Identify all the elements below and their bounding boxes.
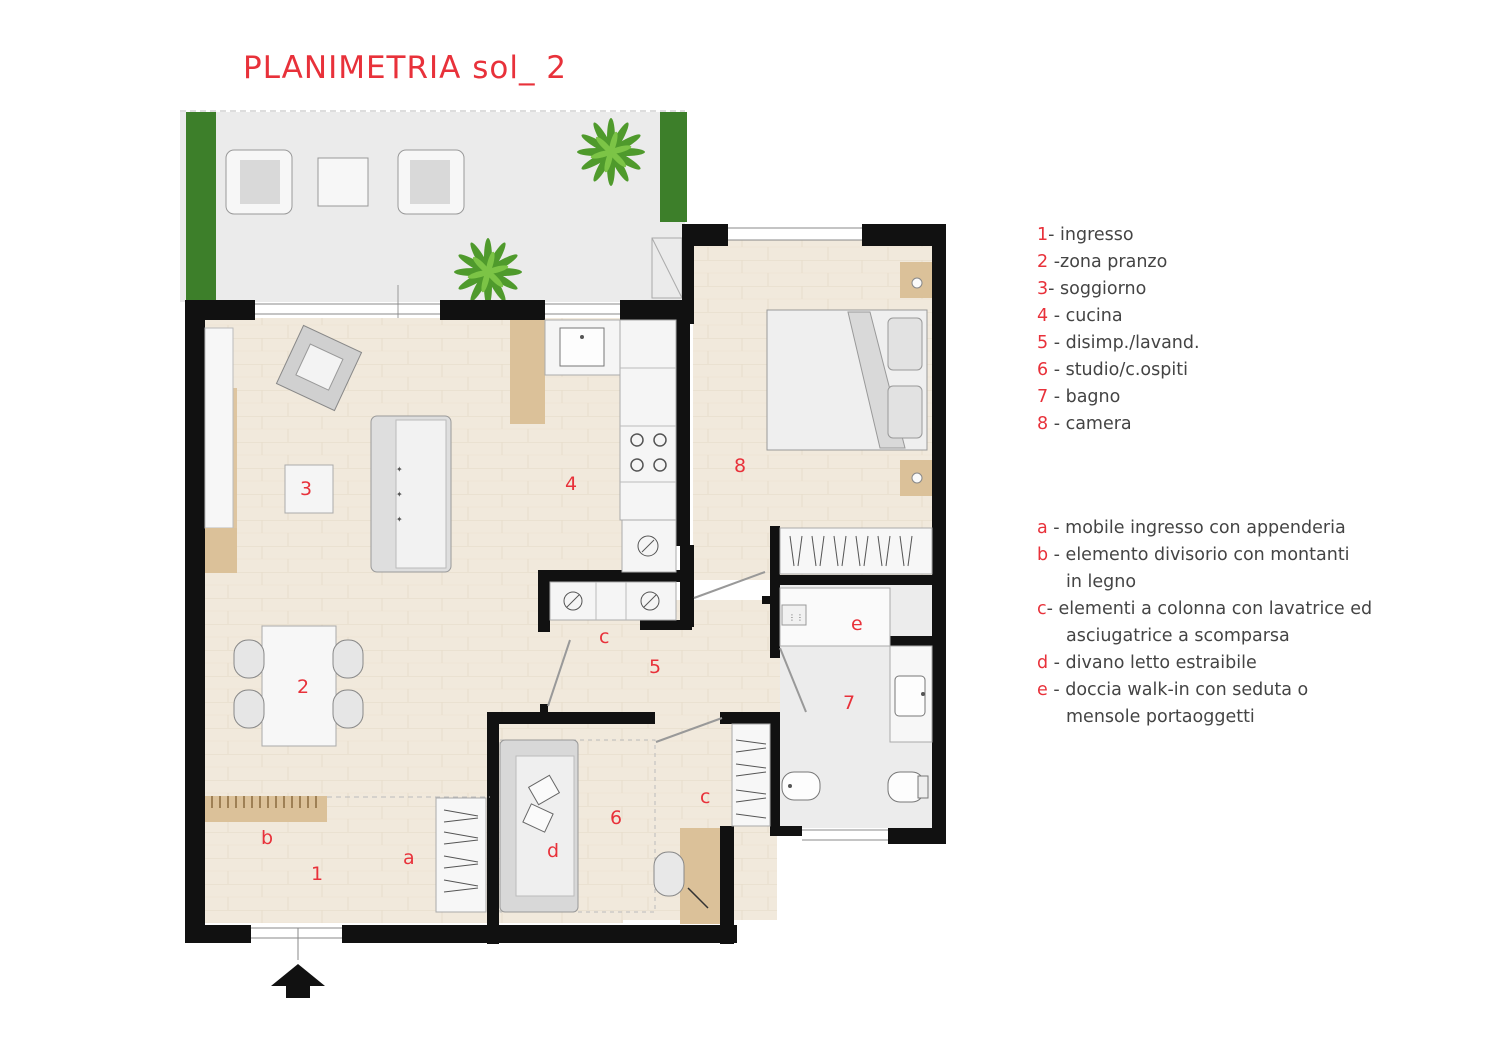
svg-text:⋮⋮: ⋮⋮ — [788, 613, 804, 622]
legend-row: 6 - studio/c.ospiti — [1037, 357, 1200, 384]
legend-key: 8 — [1037, 414, 1049, 434]
windows — [251, 227, 888, 960]
desk — [680, 828, 720, 924]
legend-key: 6 — [1037, 360, 1049, 380]
svg-text:✦: ✦ — [396, 490, 403, 499]
room-label-3: 3 — [300, 478, 312, 500]
legend-text: - cucina — [1048, 306, 1123, 326]
doors — [547, 571, 807, 743]
svg-text:✦: ✦ — [396, 515, 403, 524]
sink-icon — [894, 675, 926, 717]
legend-key: a — [1037, 518, 1048, 538]
legend-row: 5 - disimp./lavand. — [1037, 330, 1200, 357]
armchair-icon — [225, 149, 293, 215]
toilet-icon — [887, 771, 929, 803]
legend-row: 1- ingresso — [1037, 222, 1200, 249]
legend-row: 4 - cucina — [1037, 303, 1200, 330]
legend-key: c — [1037, 599, 1047, 619]
armchair-icon — [275, 324, 363, 412]
legend-text: - elemento divisorio con montanti — [1048, 545, 1350, 565]
room-label-6: 6 — [610, 807, 622, 829]
item-label-b: b — [261, 827, 273, 849]
legend-text: - mobile ingresso con appenderia — [1047, 518, 1346, 538]
item-label-a: a — [403, 847, 415, 869]
laundry-columns — [549, 581, 677, 621]
living-furniture: ✦ ✦ ✦ — [204, 324, 452, 573]
legend-text: - camera — [1048, 414, 1132, 434]
legend-key: 3 — [1037, 279, 1049, 299]
room-label-5: 5 — [649, 656, 661, 678]
svg-text:✦: ✦ — [396, 465, 403, 474]
walls — [185, 224, 946, 944]
bidet-icon — [781, 771, 821, 801]
kitchen — [510, 319, 677, 573]
legend-key: d — [1037, 653, 1049, 673]
legend-text: - disimp./lavand. — [1048, 333, 1200, 353]
legend-row: b - elemento divisorio con montanti in le… — [1037, 542, 1477, 596]
armchair-icon — [397, 149, 465, 215]
studio-furniture — [499, 739, 720, 924]
legend-row: a - mobile ingresso con appenderia — [1037, 515, 1477, 542]
legend-rooms: 1- ingresso 2 -zona pranzo 3- soggiorno … — [1037, 222, 1200, 438]
legend-text-continued: mensole portaoggetti — [1066, 707, 1255, 727]
legend-text-continued: asciugatrice a scomparsa — [1066, 626, 1290, 646]
legend-row: 3- soggiorno — [1037, 276, 1200, 303]
dining — [233, 625, 364, 747]
legend-key: 2 — [1037, 252, 1049, 272]
legend-row: 8 - camera — [1037, 411, 1200, 438]
legend-row: 2 -zona pranzo — [1037, 249, 1200, 276]
legend-row: 7 - bagno — [1037, 384, 1200, 411]
legend-key: 1 — [1037, 225, 1049, 245]
sofa-icon: ✦ ✦ ✦ — [370, 415, 452, 573]
room-label-7: 7 — [843, 692, 855, 714]
room-label-2: 2 — [297, 676, 309, 698]
bathroom-fixtures: ⋮⋮ — [779, 587, 933, 803]
sink-icon — [559, 327, 605, 367]
entrance-arrow-icon — [271, 964, 325, 998]
washing-machine-icon — [637, 535, 659, 557]
item-label-e: e — [851, 613, 863, 635]
legend-text: - bagno — [1048, 387, 1121, 407]
bed-icon — [766, 309, 928, 451]
legend-row: d - divano letto estraibile — [1037, 650, 1477, 677]
legend-key: e — [1037, 680, 1048, 700]
divider-element — [205, 796, 490, 822]
terrace-hedge-left — [186, 112, 216, 300]
terrace-table — [317, 157, 369, 207]
legend-items: a - mobile ingresso con appenderia b - e… — [1037, 515, 1477, 731]
legend-row: e - doccia walk-in con seduta o mensole p… — [1037, 677, 1477, 731]
item-label-c: c — [700, 786, 710, 808]
legend-key: 5 — [1037, 333, 1049, 353]
room-label-8: 8 — [734, 455, 746, 477]
washing-machine-icon — [563, 591, 660, 611]
legend-text: -zona pranzo — [1048, 252, 1168, 272]
room-label-1: 1 — [311, 863, 323, 885]
item-label-d: d — [547, 840, 559, 862]
stove-icon — [630, 433, 667, 472]
coffee-table — [284, 464, 334, 514]
wardrobe — [779, 527, 933, 575]
room-label-4: 4 — [565, 473, 577, 495]
legend-row: c- elementi a colonna con lavatrice ed as… — [1037, 596, 1477, 650]
item-label-c: c — [599, 626, 609, 648]
terrace-hedge-right — [660, 112, 687, 222]
entrance-cabinet — [435, 797, 487, 913]
legend-text: - elementi a colonna con lavatrice ed — [1046, 599, 1373, 619]
office-chair-icon — [653, 851, 685, 897]
legend-key: b — [1037, 545, 1049, 565]
legend-key: 4 — [1037, 306, 1049, 326]
legend-text: - ingresso — [1048, 225, 1134, 245]
sofa-icon — [499, 739, 579, 913]
legend-text: - doccia walk-in con seduta o — [1047, 680, 1309, 700]
legend-key: 7 — [1037, 387, 1049, 407]
legend-text: - divano letto estraibile — [1048, 653, 1257, 673]
plan-title: PLANIMETRIA sol_ 2 — [243, 50, 568, 86]
studio-wardrobe — [731, 723, 771, 827]
legend-text: - soggiorno — [1048, 279, 1147, 299]
legend-text-continued: in legno — [1066, 572, 1137, 592]
legend-text: - studio/c.ospiti — [1048, 360, 1188, 380]
bedroom-furniture — [766, 262, 933, 575]
terrace — [180, 110, 687, 340]
